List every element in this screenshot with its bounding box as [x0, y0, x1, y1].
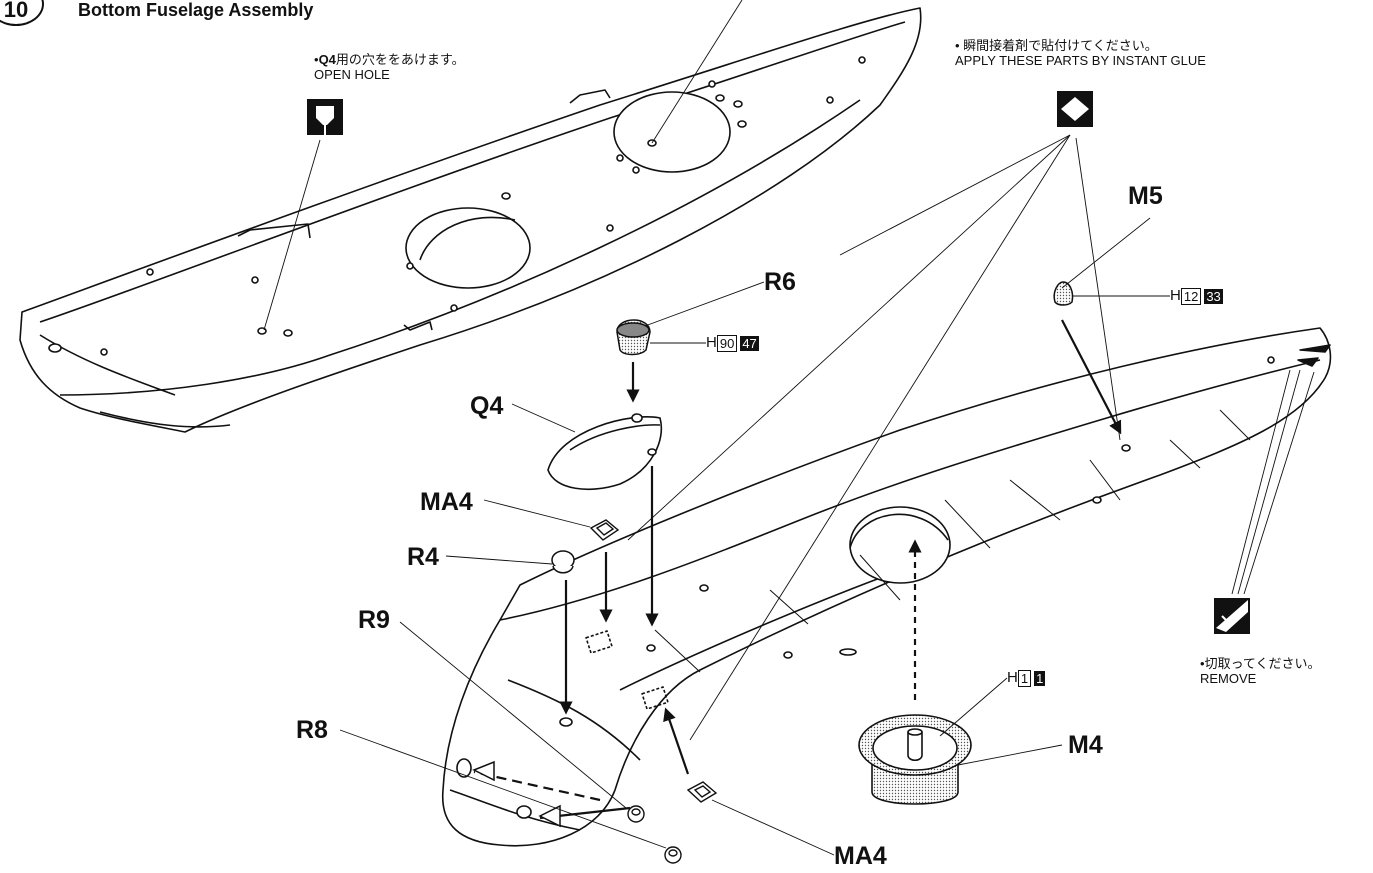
glue-note: • 瞬間接着剤で貼付けてください。 APPLY THESE PARTS BY I… — [955, 38, 1206, 68]
part-r6-shape — [616, 319, 651, 356]
glue-en: APPLY THESE PARTS BY INSTANT GLUE — [955, 53, 1206, 68]
step-title: Bottom Fuselage Assembly — [78, 0, 314, 20]
lower-fuselage-part — [441, 327, 1332, 847]
part-ma4-top-shape — [589, 519, 620, 541]
paint-prefix: H — [1170, 287, 1181, 304]
leader-lines — [263, 0, 1315, 856]
instant-glue-diamond-icon — [1057, 91, 1093, 127]
paint-x-code: 33 — [1204, 288, 1223, 304]
hollow-arrows — [472, 760, 561, 828]
cut-off-icon — [1214, 598, 1250, 634]
paint-prefix: H — [706, 334, 717, 351]
drill-icon — [307, 99, 343, 135]
part-label-q4: Q4 — [470, 392, 504, 420]
part-r4-shape — [551, 550, 575, 574]
part-label-m5: M5 — [1128, 182, 1163, 210]
paint-h-code: 90 — [716, 334, 738, 352]
part-label-r8: R8 — [296, 716, 328, 744]
part-r8-shape — [664, 846, 682, 864]
part-label-r6: R6 — [764, 268, 796, 296]
part-label-m4: M4 — [1068, 731, 1103, 759]
paint-h-code: 1 — [1017, 669, 1032, 687]
paint-h-code: 12 — [1180, 287, 1202, 305]
part-label-ma4-top: MA4 — [420, 488, 473, 516]
part-m5-shape — [1053, 281, 1074, 306]
part-label-ma4-bottom: MA4 — [834, 842, 887, 870]
part-ma4-bottom-shape — [686, 781, 718, 803]
upper-fuselage-part — [19, 7, 922, 433]
paint-x-code: 47 — [740, 335, 759, 351]
paint-x-code: 1 — [1034, 670, 1046, 686]
part-m4-shape — [858, 714, 972, 805]
remove-note: •切取ってください。 REMOVE — [1200, 656, 1321, 686]
open-hole-note: •Q4用の穴ををあけます。 OPEN HOLE — [314, 52, 465, 82]
remove-jp: 切取ってください。 — [1204, 656, 1321, 671]
part-q4-shape — [547, 413, 663, 490]
remove-en: REMOVE — [1200, 671, 1257, 686]
paint-prefix: H — [1007, 669, 1018, 686]
open-hole-part-ref: Q4 — [318, 52, 336, 67]
open-hole-jp: 用の穴ををあけます。 — [335, 52, 465, 67]
part-label-r9: R9 — [358, 606, 390, 634]
open-hole-en: OPEN HOLE — [314, 67, 390, 82]
part-label-r4: R4 — [407, 543, 439, 571]
part-r9-shape — [627, 805, 645, 823]
glue-jp: 瞬間接着剤で貼付けてください。 — [963, 38, 1158, 53]
